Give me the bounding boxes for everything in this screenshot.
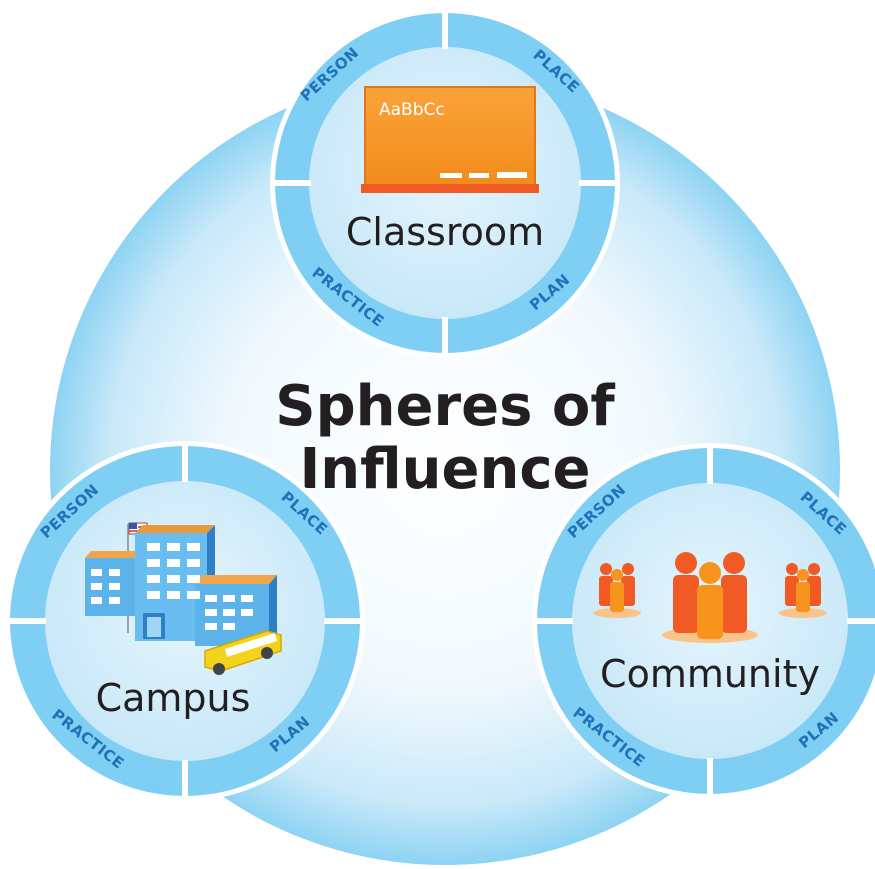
sphere-campus: PERSON PLACE PRACTICE PLAN — [5, 441, 365, 801]
sphere-name-community: Community — [600, 652, 820, 696]
diagram-title-line2: Influence — [299, 437, 590, 502]
chalkboard-text: AaBbCc — [379, 100, 445, 120]
chalkboard-icon: AaBbCc — [361, 86, 539, 193]
school-building-icon — [85, 522, 282, 675]
sphere-community: PERSON PLACE PRACTICE PLAN — [532, 443, 875, 799]
diagram-title-line1: Spheres of — [275, 374, 615, 439]
sphere-classroom: PERSON PLACE PRACTICE PLAN AaBbCc Classr… — [270, 8, 620, 358]
sphere-name-classroom: Classroom — [346, 210, 544, 254]
sphere-name-campus: Campus — [96, 676, 251, 720]
people-group-icon — [593, 552, 827, 643]
school-bus-icon — [204, 630, 282, 675]
